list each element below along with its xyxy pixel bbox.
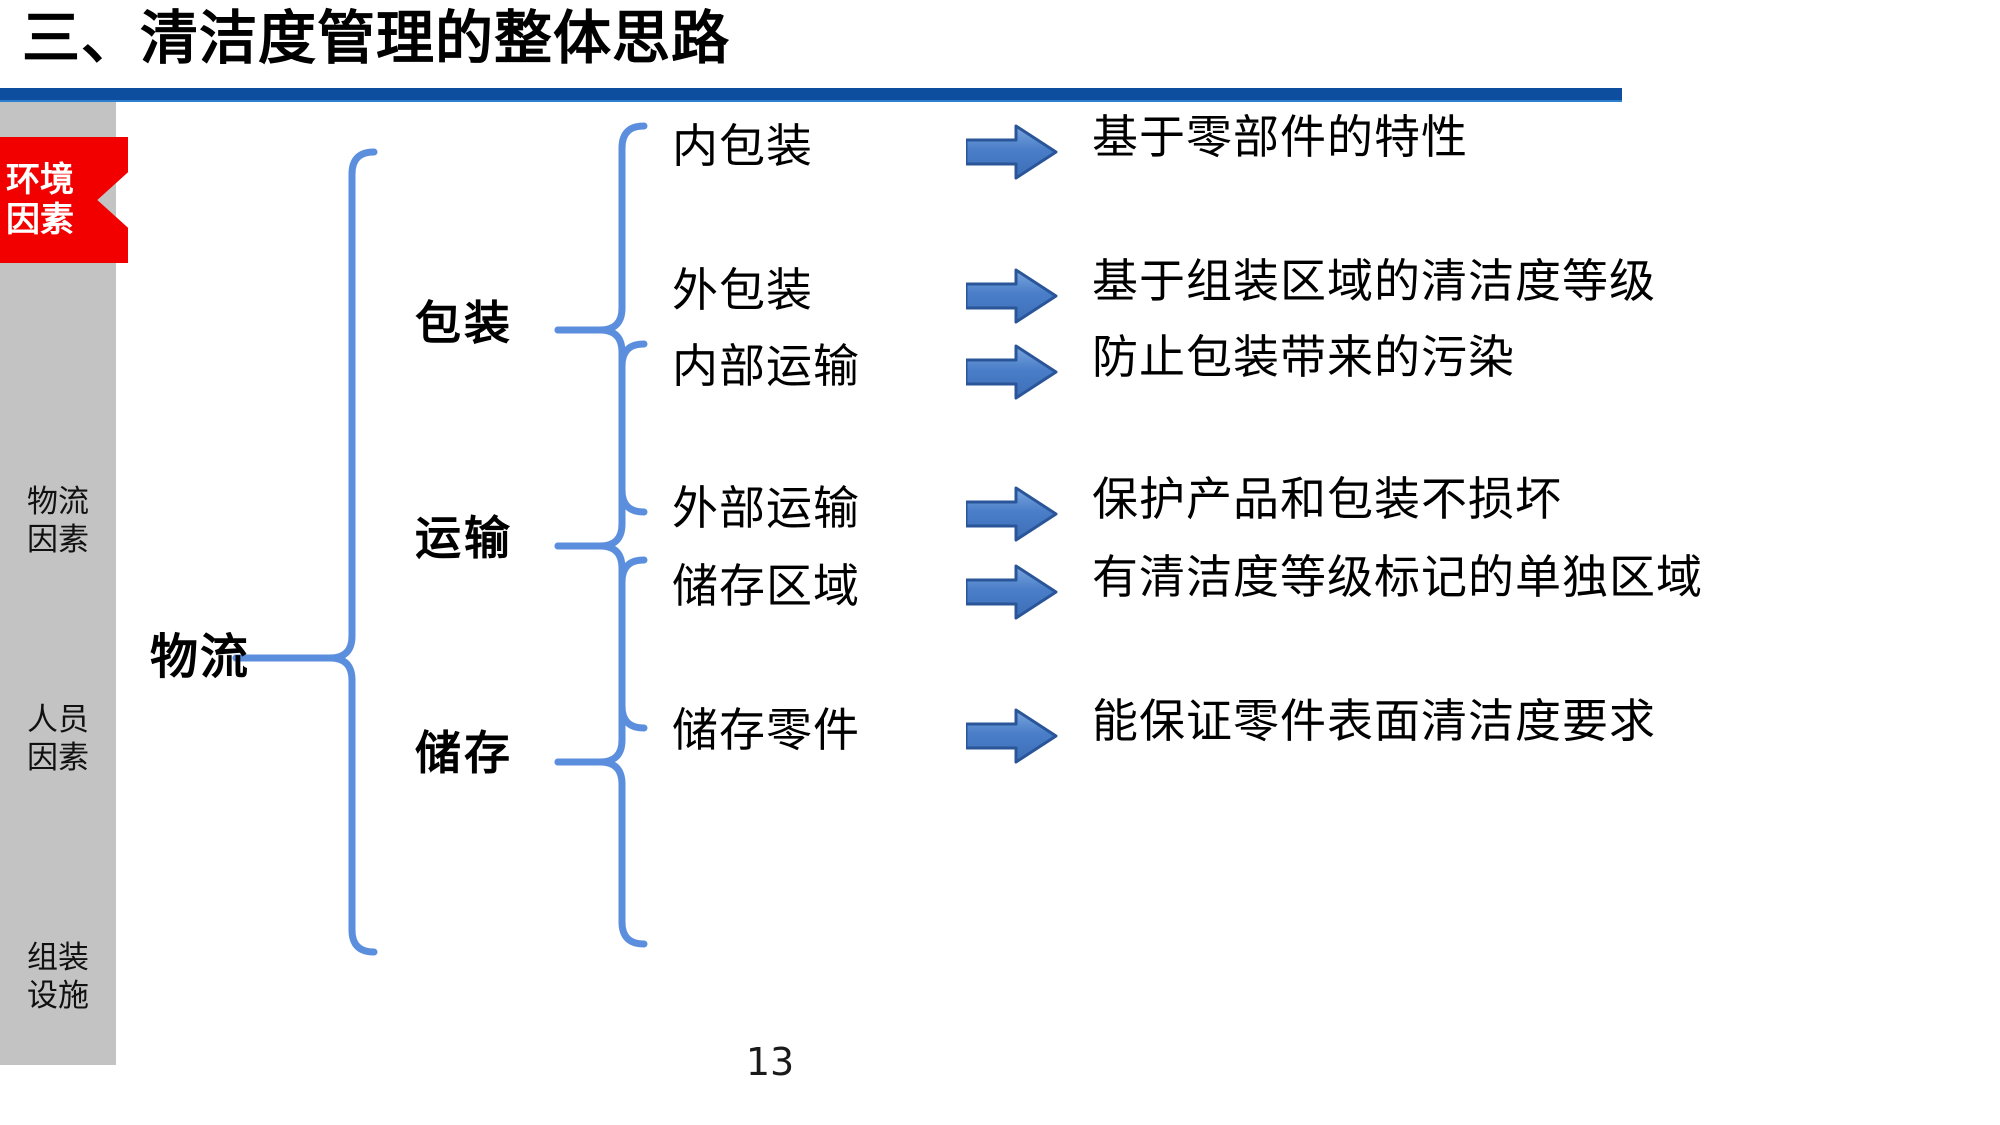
branch-label-packaging: 包装 (415, 296, 513, 350)
branch-label-storage: 储存 (415, 726, 513, 780)
branch-brace-transport-bottom (554, 542, 648, 732)
outcome-text-external-transport: 保护产品和包装不损坏 (1092, 472, 1562, 526)
brace-connectors (232, 122, 648, 956)
leaf-label-inner-packaging: 内包装 (672, 119, 813, 173)
branch-brace-transport-top (554, 340, 648, 550)
root-brace-top (232, 148, 378, 662)
page-number: 13 (745, 1040, 795, 1084)
leaf-label-stored-parts: 储存零件 (672, 703, 860, 757)
outcome-text-internal-transport: 防止包装带来的污染 (1092, 330, 1515, 384)
sidebar-item-personnel[interactable]: 人员 因素 (27, 702, 89, 776)
right-arrow-icon (966, 708, 1058, 764)
outcome-text-outer-packaging: 基于组装区域的清洁度等级 (1092, 254, 1656, 308)
branch-label-transport: 运输 (415, 511, 513, 565)
sidebar-item-label: 环境 因素 (6, 159, 74, 240)
right-arrow-icon (966, 268, 1058, 324)
outcome-text-stored-parts: 能保证零件表面清洁度要求 (1092, 694, 1656, 748)
root-brace-bottom (232, 654, 378, 956)
leaf-label-external-transport: 外部运输 (672, 481, 860, 535)
page-title: 三、清洁度管理的整体思路 (22, 4, 731, 72)
branch-brace-packaging-bottom (554, 326, 648, 516)
leaf-label-outer-packaging: 外包装 (672, 263, 813, 317)
diagram-root-label: 物流 (150, 629, 251, 685)
outcome-text-storage-area: 有清洁度等级标记的单独区域 (1092, 550, 1703, 604)
leaf-label-storage-area: 储存区域 (672, 559, 860, 613)
branch-brace-packaging-top (554, 122, 648, 334)
right-arrow-icon (966, 564, 1058, 620)
title-underline-bar (0, 88, 1622, 102)
right-arrow-icon (966, 486, 1058, 542)
outcome-text-inner-packaging: 基于零部件的特性 (1092, 110, 1468, 164)
sidebar-item-assembly-facility[interactable]: 组装 设施 (27, 940, 89, 1014)
logistics-tree-diagram: 物流 包装 运输 储存 内包装 外包装 内部运输 外部运输 储存区域 储存零件 … (0, 102, 2000, 1062)
branch-brace-storage-top (554, 556, 648, 766)
right-arrow-icon (966, 124, 1058, 180)
leaf-label-internal-transport: 内部运输 (672, 339, 860, 393)
sidebar-item-logistics[interactable]: 物流 因素 (27, 484, 89, 558)
branch-brace-storage-bottom (554, 758, 648, 948)
right-arrow-icon (966, 344, 1058, 400)
